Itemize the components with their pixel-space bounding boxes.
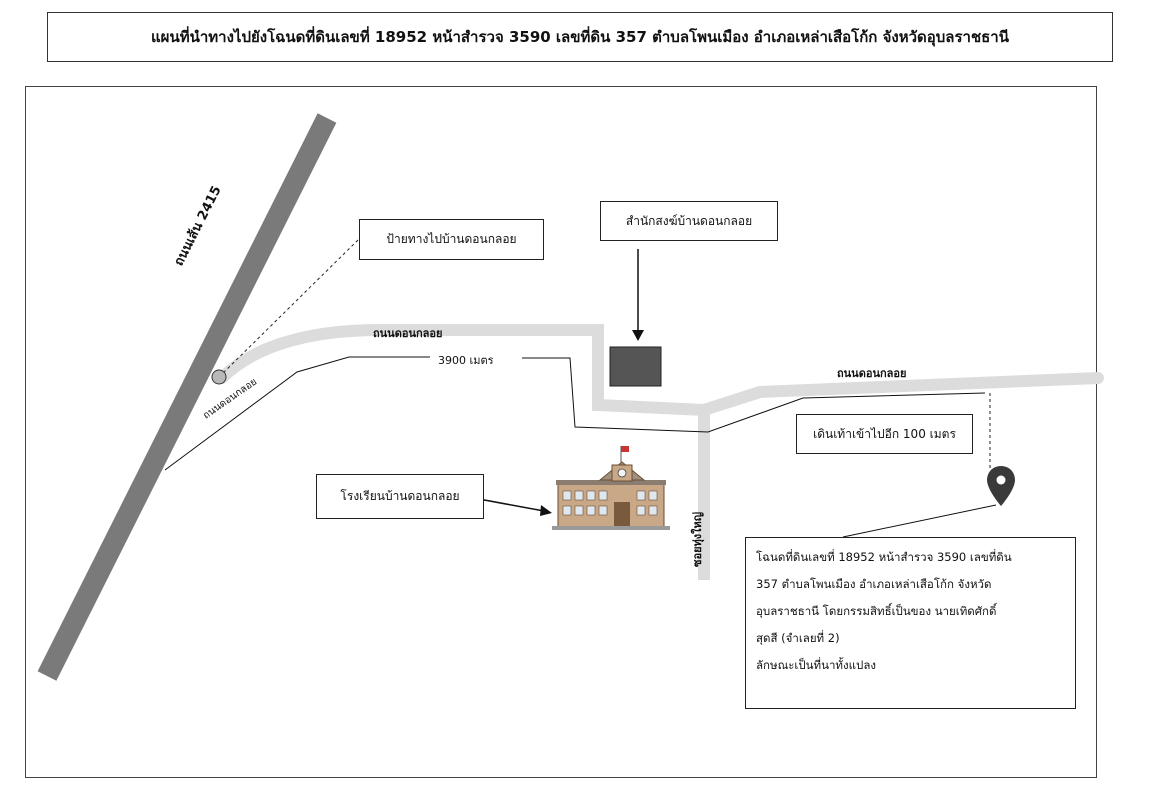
school-building-icon — [552, 446, 670, 530]
temple-arrowhead — [632, 330, 644, 341]
road-label-dongkloi-upper: ถนนดอนกลอย — [373, 327, 443, 340]
school-arrowhead — [540, 505, 552, 516]
deed-info-line: ลักษณะเป็นที่นาทั้งแปลง — [756, 658, 876, 672]
map-pin-icon — [987, 466, 1015, 506]
deed-info-line: สุดสี (จำเลยที่ 2) — [756, 631, 840, 645]
sign-dot-icon — [211, 369, 227, 385]
temple-box: สำนักสงฆ์บ้านดอนกลอย — [600, 201, 778, 241]
sign-box: ป้ายทางไปบ้านดอนกลอย — [359, 219, 544, 260]
sign-leader-line — [218, 239, 359, 378]
highway-2415 — [37, 113, 337, 681]
deed-info-box: โฉนดที่ดินเลขที่ 18952 หน้าสำรวจ 3590 เล… — [745, 537, 1076, 709]
local-road-dongkloi — [216, 324, 1104, 417]
temple-block-icon — [609, 346, 662, 387]
route-line — [164, 356, 430, 471]
road-label-soi: ซอยทุ่งใหญ่ — [691, 511, 704, 567]
deed-info-line: 357 ตำบลโพนเมือง อำเภอเหล่าเสือโก้ก จังห… — [756, 577, 992, 591]
road-label-dongkloi-right: ถนนดอนกลอย — [837, 367, 907, 380]
pin-leader-line — [842, 504, 997, 538]
deed-info-line: อุบลราชธานี โดยกรรมสิทธิ์เป็นของ นายเทิด… — [756, 604, 997, 618]
map-frame — [25, 86, 1097, 778]
distance-label: 3900 เมตร — [438, 354, 494, 367]
route-line-2 — [522, 357, 986, 433]
walk-box: เดินเท้าเข้าไปอีก 100 เมตร — [796, 414, 973, 454]
school-box: โรงเรียนบ้านดอนกลอย — [316, 474, 484, 519]
map-title: แผนที่นำทางไปยังโฉนดที่ดินเลขที่ 18952 ห… — [47, 12, 1113, 62]
deed-info-line: โฉนดที่ดินเลขที่ 18952 หน้าสำรวจ 3590 เล… — [756, 550, 1012, 564]
